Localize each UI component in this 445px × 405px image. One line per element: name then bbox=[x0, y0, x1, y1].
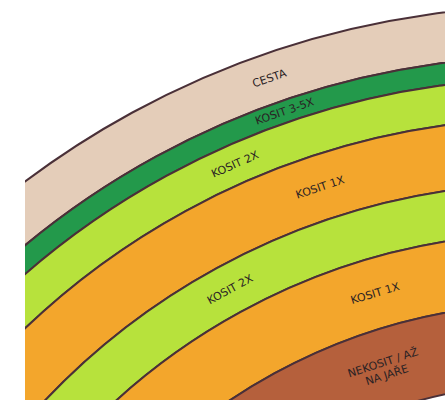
band-fill bbox=[25, 233, 445, 400]
band-group bbox=[25, 303, 445, 400]
band-group bbox=[25, 233, 445, 400]
band-fill bbox=[25, 303, 445, 400]
